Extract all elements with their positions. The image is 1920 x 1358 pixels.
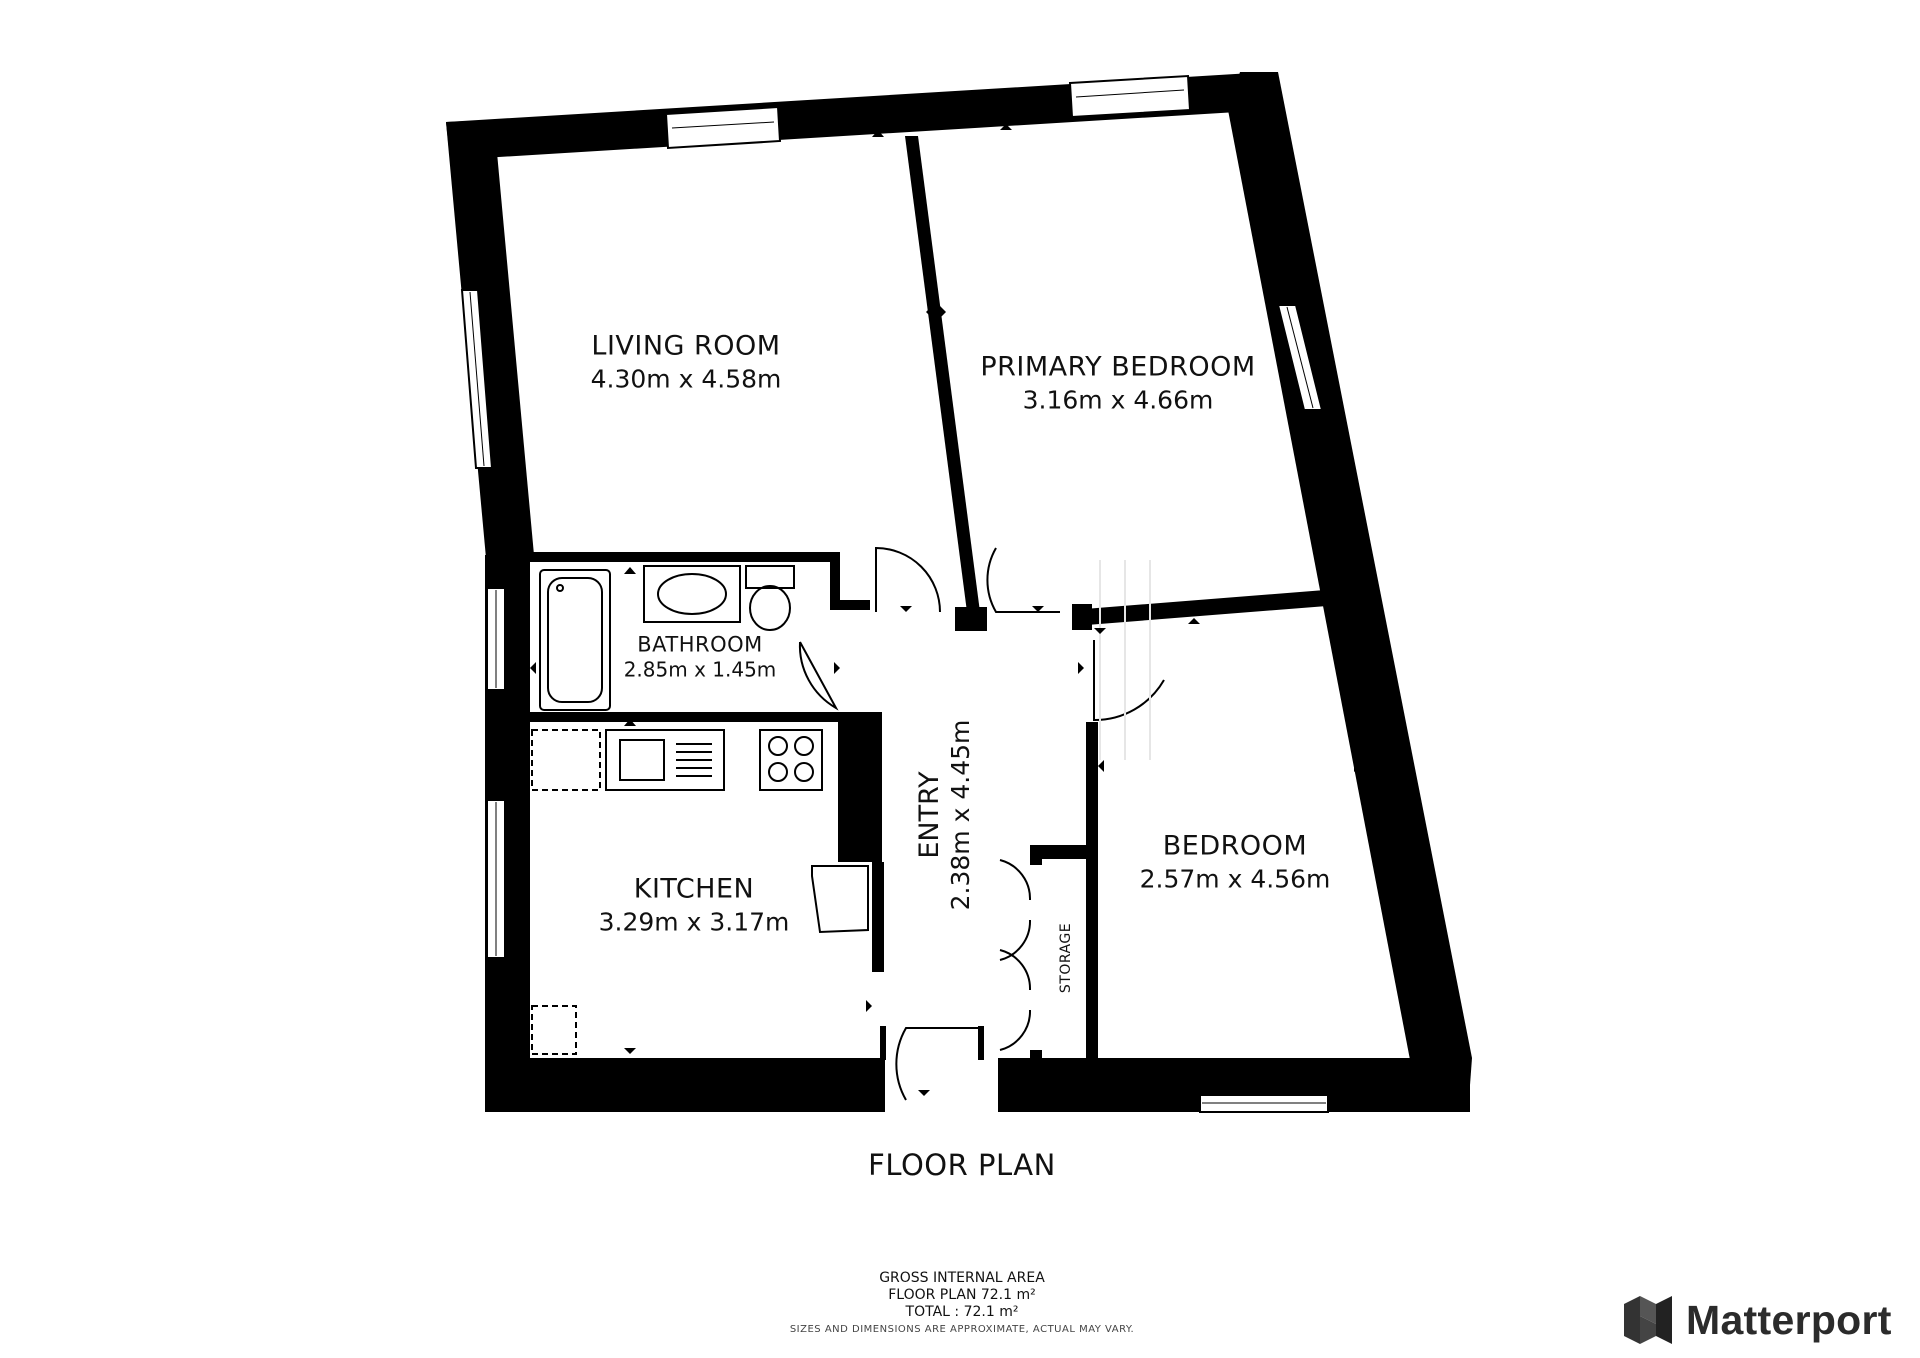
room-dimensions: 4.30m x 4.58m [590,364,782,394]
matterport-logo-icon [1624,1296,1672,1344]
brand-name: Matterport [1686,1296,1892,1343]
room-label-bedroom: BEDROOM 2.57m x 4.56m [1140,830,1331,895]
window-glazing-lines [469,89,1326,1104]
room-name: PRIMARY BEDROOM [980,351,1256,383]
room-label-storage: STORAGE [1058,922,1074,994]
area-disclaimer: SIZES AND DIMENSIONS ARE APPROXIMATE, AC… [789,1324,1135,1335]
interior-walls [530,136,1327,1062]
room-name: BEDROOM [1162,830,1308,862]
matterport-brand: Matterport [1622,1294,1892,1346]
room-dimensions: 3.16m x 4.66m [1022,385,1214,415]
room-label-entry: ENTRY 2.38m x 4.45m [914,720,976,911]
faint-watermark [1099,560,1151,760]
room-dimensions: 2.57m x 4.56m [1139,864,1331,894]
area-floor-plan: FLOOR PLAN 72.1 m² [888,1287,1036,1303]
plan-title: FLOOR PLAN [868,1148,1056,1182]
room-name: KITCHEN [633,873,755,905]
room-label-primary-bedroom: PRIMARY BEDROOM 3.16m x 4.66m [980,351,1255,416]
room-label-kitchen: KITCHEN 3.29m x 3.17m [599,873,790,938]
area-heading: GROSS INTERNAL AREA [879,1270,1045,1286]
room-label-living-room: LIVING ROOM 4.30m x 4.58m [591,330,782,395]
area-total: TOTAL : 72.1 m² [905,1304,1019,1320]
room-label-bathroom: BATHROOM 2.85m x 1.45m [624,631,777,682]
room-name: LIVING ROOM [591,330,781,362]
kitchen-fixtures [531,729,869,1055]
gross-internal-area: GROSS INTERNAL AREA FLOOR PLAN 72.1 m² T… [790,1270,1134,1338]
room-dimensions: 2.38m x 4.45m [946,719,976,911]
room-dimensions: 3.29m x 3.17m [598,907,790,937]
room-name: BATHROOM [637,632,763,657]
room-dimensions: 2.85m x 1.45m [623,657,777,682]
windows [460,74,1329,1113]
bathroom-fixtures [539,565,795,711]
door-markers [486,124,1360,1096]
room-name: ENTRY [913,771,945,859]
door-swings [798,546,1165,1101]
